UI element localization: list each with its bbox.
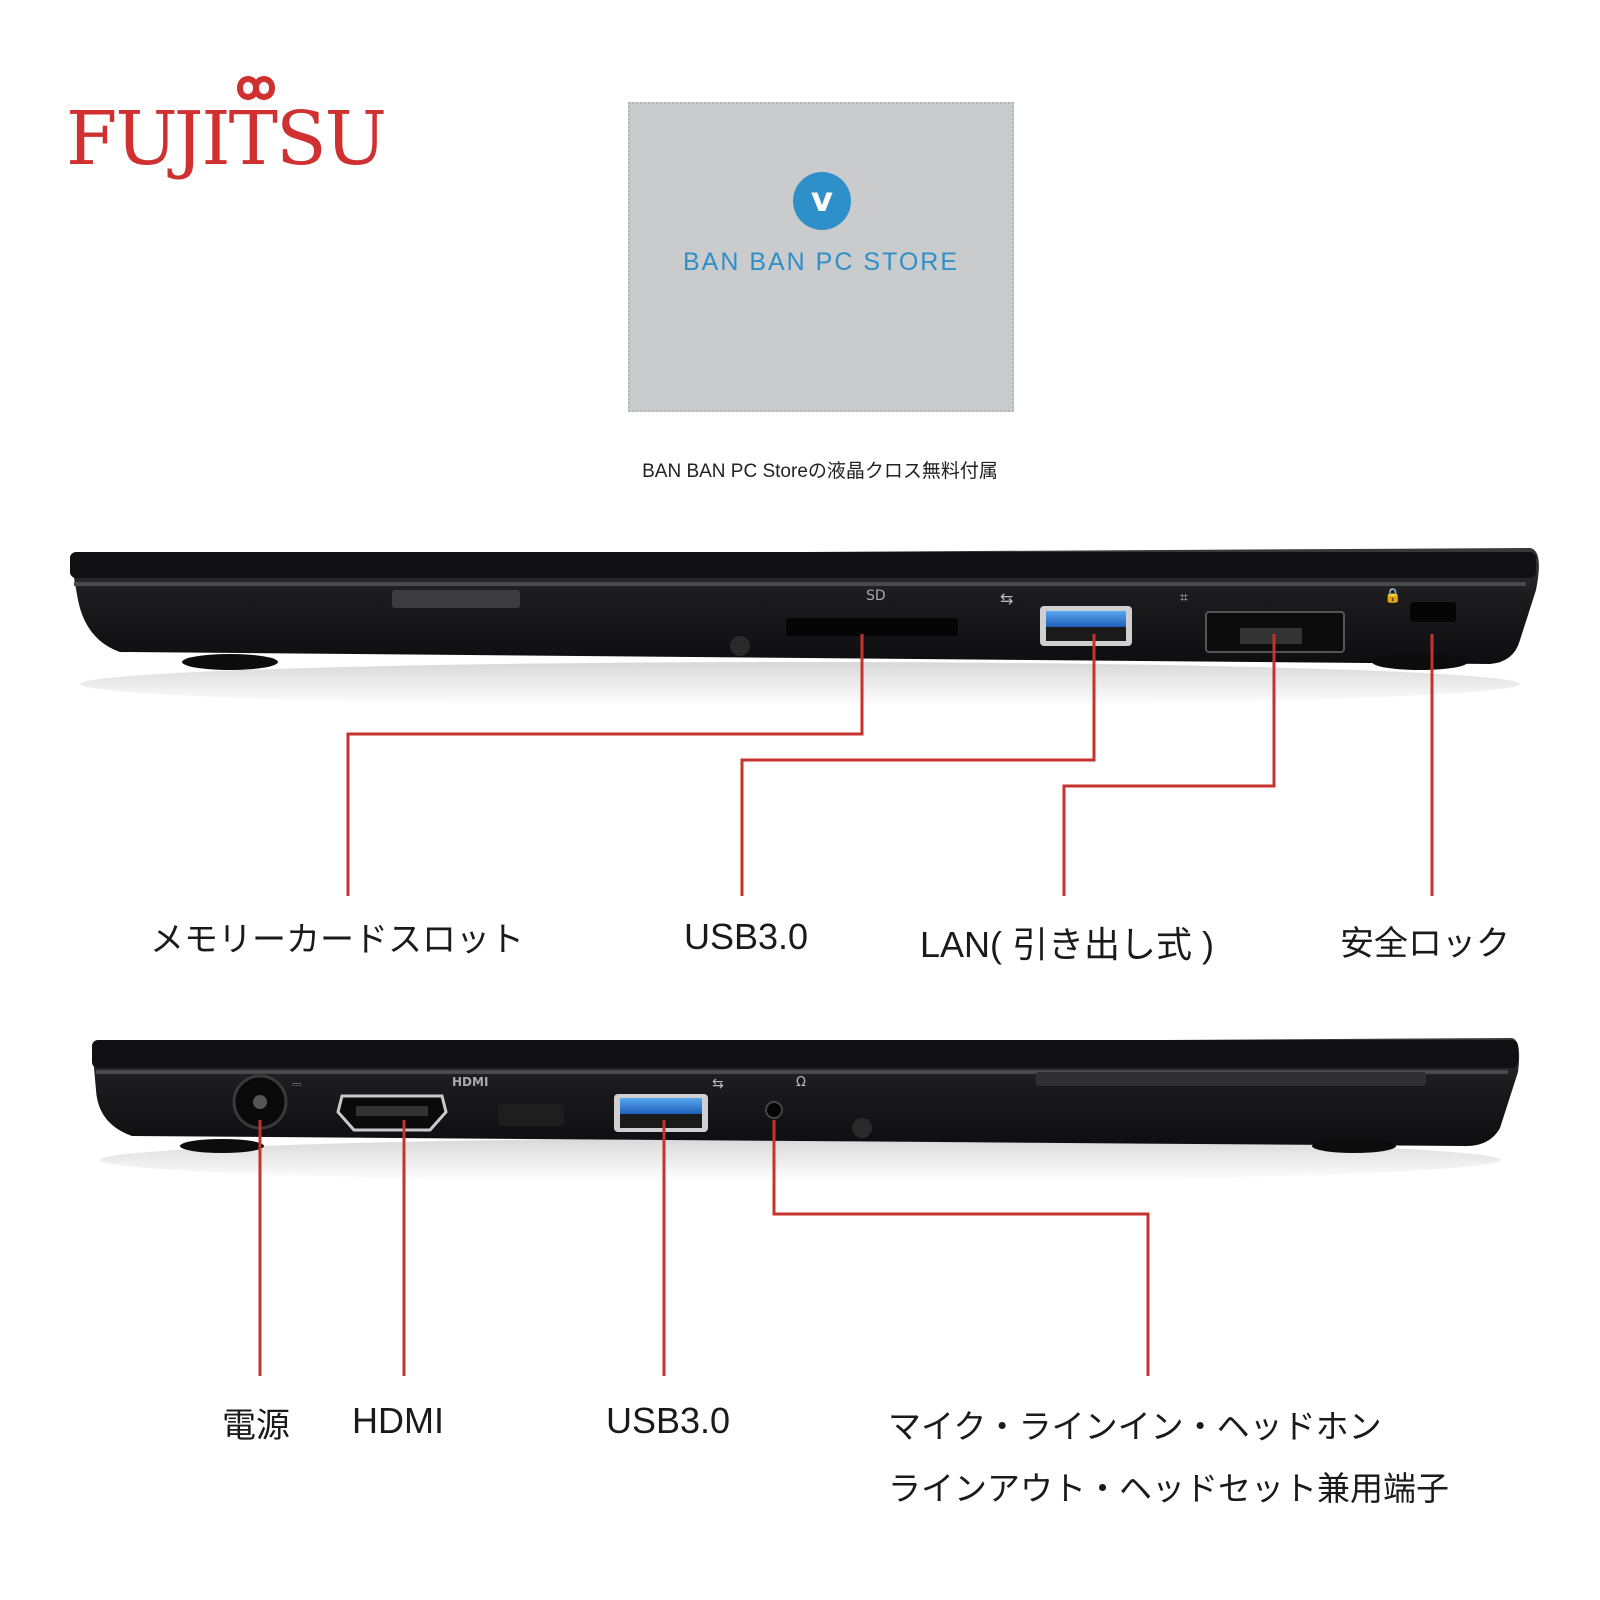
- label-power: 電源: [222, 1407, 290, 1445]
- infinity-mark-icon: [236, 76, 276, 100]
- usb-symbol-icon: ⇆: [1000, 589, 1013, 608]
- laptop-left-side: ⎓ HDMI ⇆ Ω: [92, 1038, 1520, 1182]
- label-lan: LAN( 引き出し式 ): [920, 924, 1215, 965]
- right-callout-lines: [346, 634, 1434, 896]
- logo-text: FUJITSU: [66, 96, 387, 182]
- lock-icon: 🔒: [1384, 588, 1401, 604]
- label-audio-line1: マイク・ラインイン・ヘッドホン: [888, 1408, 1382, 1445]
- cloth-caption: BAN BAN PC Storeの液晶クロス無料付属: [642, 461, 998, 482]
- fujitsu-logo: FUJITSU: [66, 58, 387, 208]
- label-usb-right: USB3.0: [684, 916, 809, 957]
- left-callout-lines: [258, 1120, 1150, 1376]
- cloth-store-name: BAN BAN PC STORE: [682, 248, 960, 276]
- network-icon: ⌗: [1180, 590, 1188, 606]
- security-lock-slot: [1410, 602, 1456, 622]
- headset-icon: Ω: [796, 1075, 806, 1090]
- label-memory-card-slot: メモリーカードスロット: [150, 921, 524, 959]
- store-badge-icon: v: [793, 172, 851, 230]
- audio-jack: [765, 1101, 783, 1119]
- usb-charge-icon: ⇆: [712, 1076, 724, 1092]
- memory-card-slot: [786, 618, 958, 636]
- laptop-right-side: SD ⇆ ⌗ 🔒: [70, 548, 1539, 706]
- label-hdmi: HDMI: [352, 1400, 444, 1441]
- hdmi-mark: HDMI: [452, 1075, 488, 1089]
- label-audio-line2: ラインアウト・ヘッドセット兼用端子: [888, 1470, 1449, 1507]
- cleaning-cloth: v BAN BAN PC STORE: [628, 102, 1014, 412]
- sd-mark-icon: SD: [866, 588, 886, 604]
- memory-cover: [392, 590, 520, 608]
- label-security-lock: 安全ロック: [1340, 925, 1510, 963]
- dc-mark-icon: ⎓: [292, 1077, 302, 1091]
- label-usb-left: USB3.0: [606, 1400, 731, 1441]
